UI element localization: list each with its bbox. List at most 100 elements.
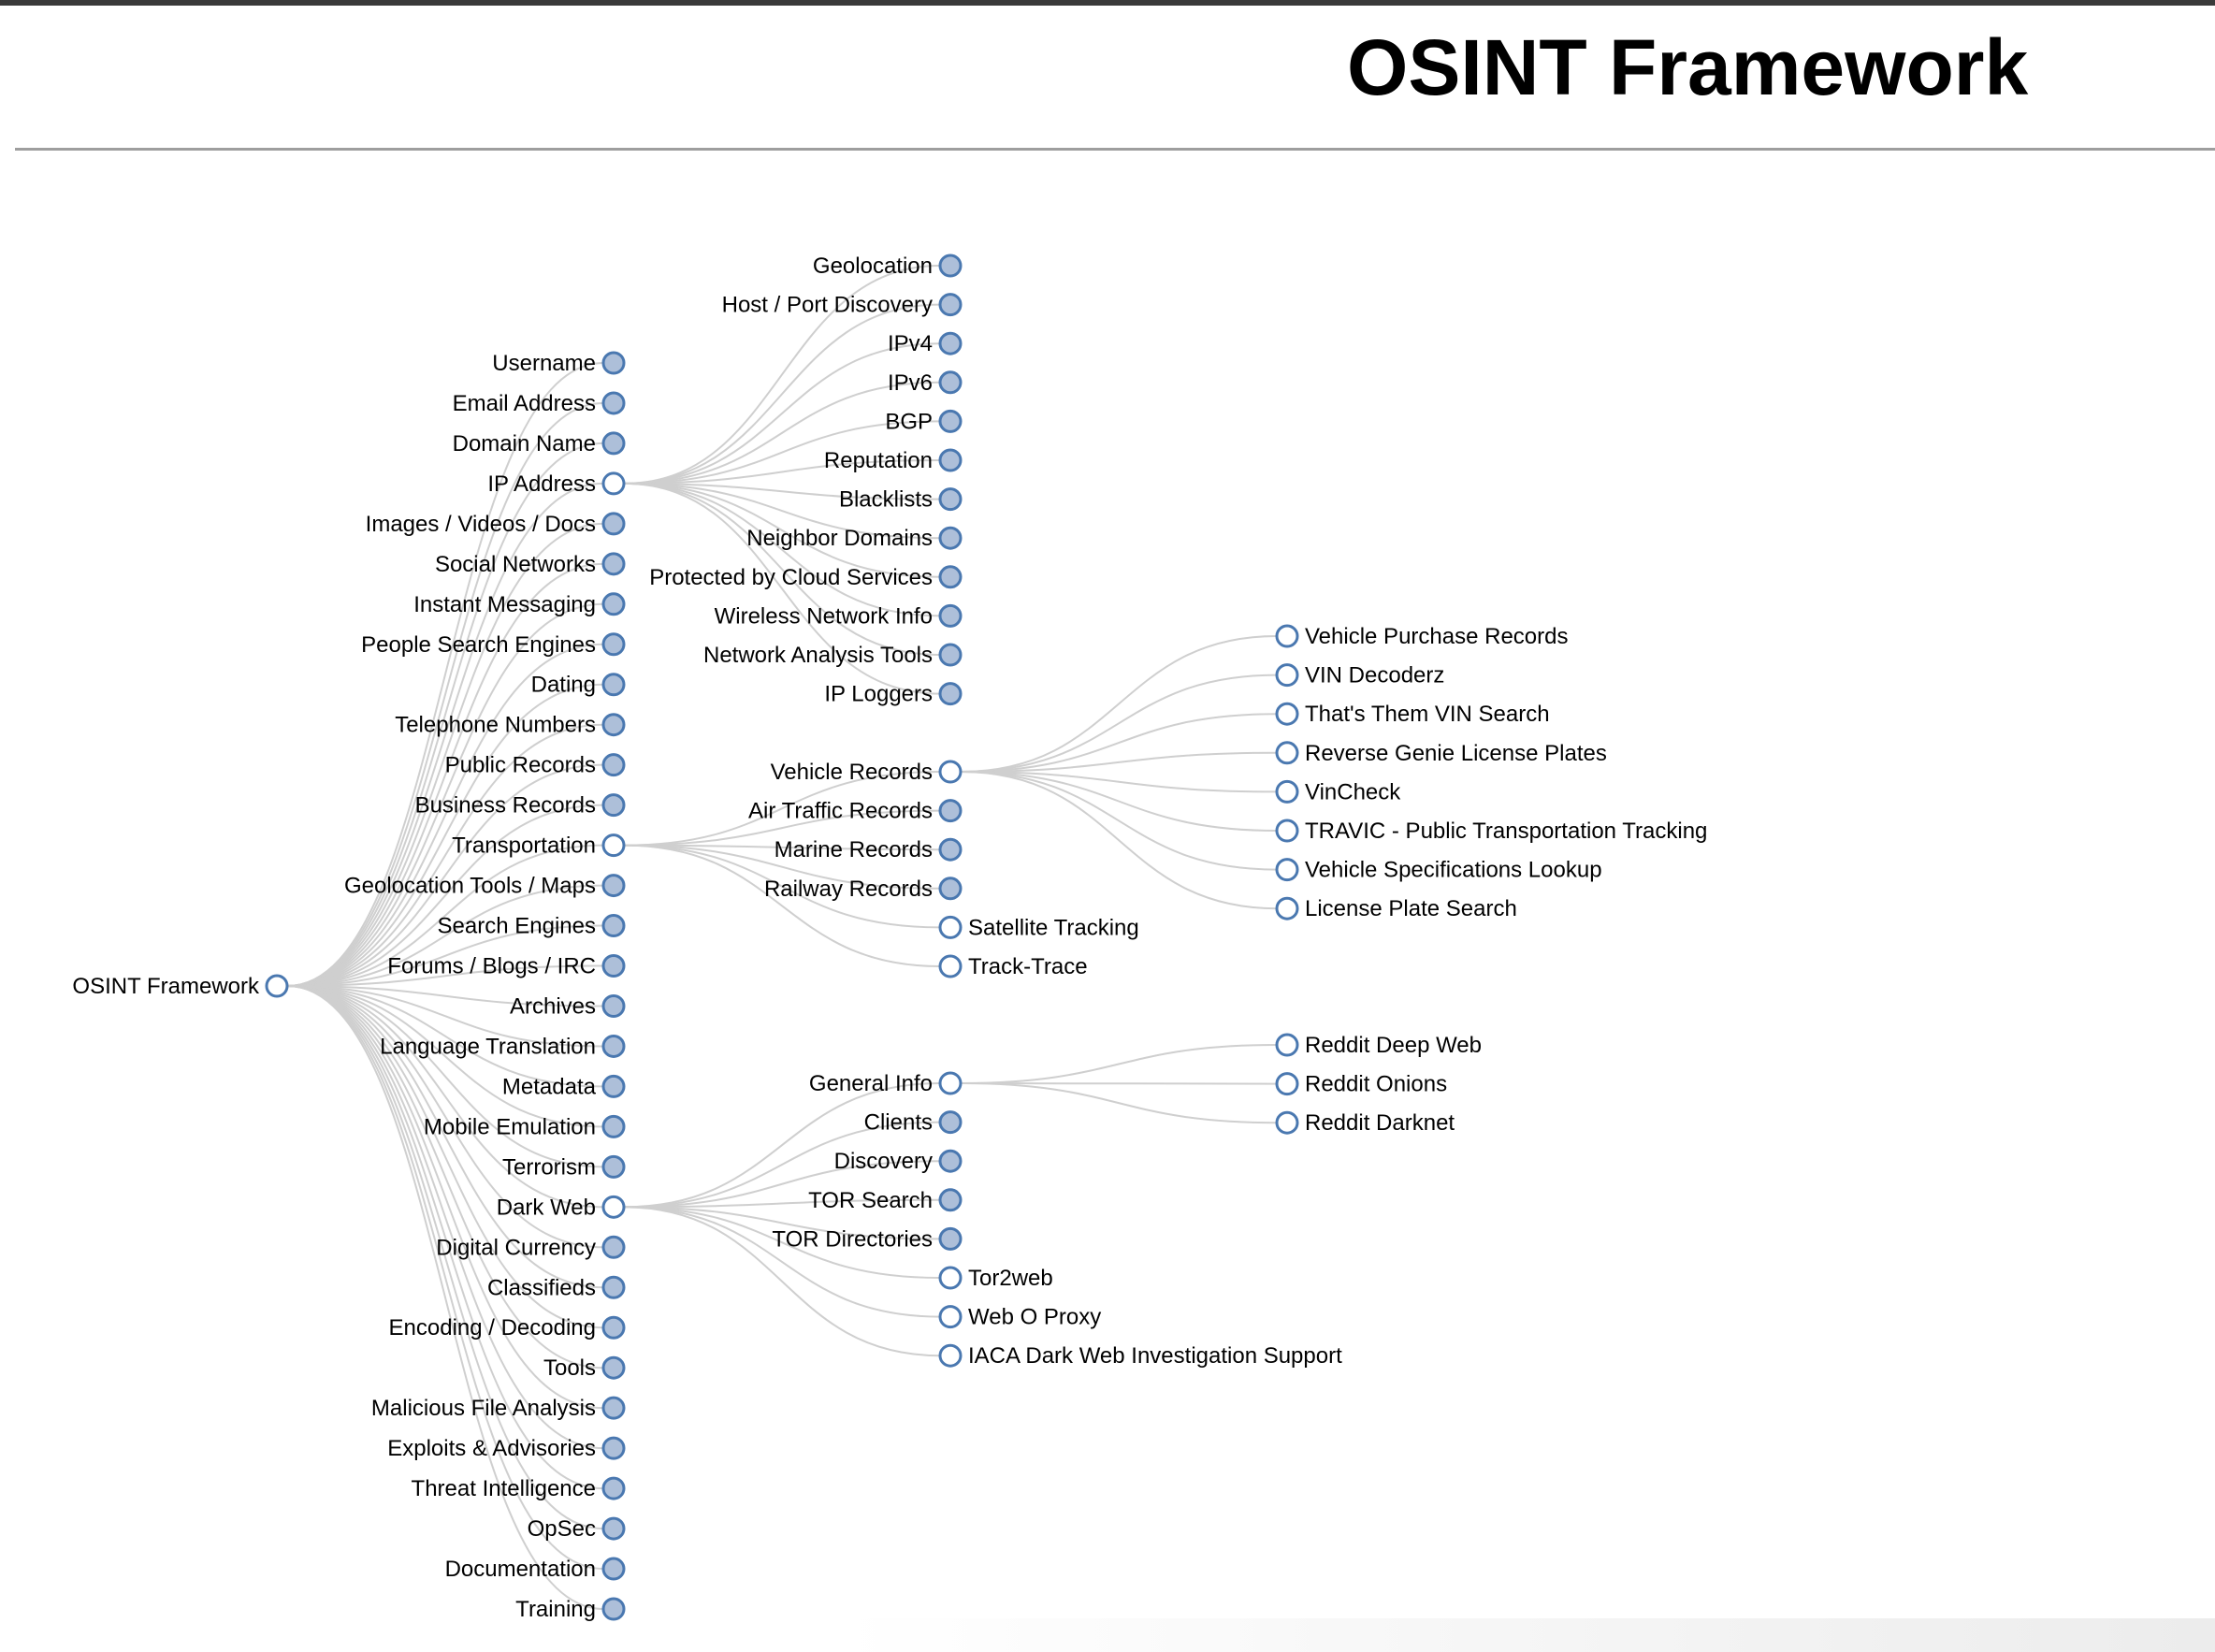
node-label[interactable]: That's Them VIN Search — [1305, 702, 1550, 727]
node-ip-address[interactable]: IP Address — [487, 471, 626, 497]
node-circle[interactable] — [938, 331, 963, 355]
node-training[interactable]: Training — [515, 1597, 626, 1622]
node-circle[interactable] — [938, 1188, 963, 1212]
node-circle[interactable] — [938, 448, 963, 472]
node-documentation[interactable]: Documentation — [445, 1557, 626, 1582]
node-circle[interactable] — [601, 1597, 626, 1621]
node-label[interactable]: Web O Proxy — [968, 1305, 1101, 1330]
node-circle[interactable] — [938, 1110, 963, 1135]
node-track-trace[interactable]: Track-Trace — [938, 954, 1088, 979]
node-label[interactable]: VIN Decoderz — [1305, 663, 1444, 688]
node-vincheck[interactable]: VinCheck — [1275, 779, 1401, 804]
node-label[interactable]: Clients — [864, 1110, 933, 1136]
node-business-records[interactable]: Business Records — [415, 793, 626, 819]
node-general-info[interactable]: General Info — [809, 1071, 963, 1096]
node-label[interactable]: TOR Directories — [772, 1226, 933, 1252]
node-label[interactable]: Domain Name — [453, 431, 596, 456]
node-circle[interactable] — [601, 351, 626, 375]
node-label[interactable]: BGP — [885, 409, 933, 434]
node-label[interactable]: Documentation — [445, 1557, 596, 1582]
node-public-records[interactable]: Public Records — [445, 753, 626, 778]
node-label[interactable]: Neighbor Domains — [746, 526, 933, 551]
node-label[interactable]: Archives — [510, 993, 596, 1019]
node-encoding-decoding[interactable]: Encoding / Decoding — [389, 1315, 626, 1340]
node-forums-blogs-irc[interactable]: Forums / Blogs / IRC — [387, 954, 626, 979]
node-railway-records[interactable]: Railway Records — [764, 877, 963, 902]
node-transportation[interactable]: Transportation — [452, 833, 626, 859]
node-clients[interactable]: Clients — [864, 1110, 963, 1136]
node-label[interactable]: People Search Engines — [361, 632, 596, 658]
node-wireless-network-info[interactable]: Wireless Network Info — [715, 603, 963, 629]
node-label[interactable]: IPv6 — [888, 370, 933, 396]
node-label[interactable]: Terrorism — [502, 1154, 596, 1180]
node-host-port-discovery[interactable]: Host / Port Discovery — [722, 293, 963, 318]
node-circle[interactable] — [601, 1275, 626, 1299]
node-label[interactable]: Reddit Onions — [1305, 1072, 1447, 1097]
node-circle[interactable] — [601, 512, 626, 536]
node-label[interactable]: Search Engines — [438, 914, 596, 939]
node-circle[interactable] — [938, 682, 963, 706]
node-label[interactable]: Threat Intelligence — [412, 1476, 596, 1501]
node-label[interactable]: Telephone Numbers — [395, 713, 596, 738]
node-circle[interactable] — [938, 877, 963, 901]
node-label[interactable]: IACA Dark Web Investigation Support — [968, 1343, 1342, 1369]
node-circle[interactable] — [938, 487, 963, 512]
node-label[interactable]: Railway Records — [764, 877, 933, 902]
node-marine-records[interactable]: Marine Records — [775, 837, 963, 862]
node-circle[interactable] — [1275, 1110, 1299, 1135]
node-circle[interactable] — [1275, 896, 1299, 920]
node-discovery[interactable]: Discovery — [834, 1149, 963, 1174]
node-travic-public-transportation-tracking[interactable]: TRAVIC - Public Transportation Tracking — [1275, 819, 1707, 844]
node-air-traffic-records[interactable]: Air Traffic Records — [748, 799, 963, 824]
node-label[interactable]: General Info — [809, 1071, 933, 1096]
node-dark-web[interactable]: Dark Web — [497, 1195, 626, 1220]
node-circle[interactable] — [601, 1476, 626, 1500]
node-label[interactable]: Geolocation — [813, 254, 933, 279]
node-circle[interactable] — [1275, 1072, 1299, 1096]
node-label[interactable]: Images / Videos / Docs — [366, 512, 596, 537]
node-circle[interactable] — [938, 643, 963, 667]
node-label[interactable]: Tools — [543, 1355, 596, 1381]
node-label[interactable]: TRAVIC - Public Transportation Tracking — [1305, 819, 1707, 844]
node-circle[interactable] — [1275, 741, 1299, 765]
node-label[interactable]: Email Address — [453, 391, 596, 416]
node-label[interactable]: Digital Currency — [436, 1235, 596, 1260]
node-circle[interactable] — [938, 954, 963, 978]
node-label[interactable]: IP Loggers — [824, 682, 933, 707]
node-archives[interactable]: Archives — [510, 993, 626, 1019]
node-circle[interactable] — [938, 915, 963, 939]
node-circle[interactable] — [938, 1305, 963, 1329]
node-label[interactable]: Wireless Network Info — [715, 603, 933, 629]
node-label[interactable]: Discovery — [834, 1149, 933, 1174]
node-search-engines[interactable]: Search Engines — [438, 914, 626, 939]
node-social-networks[interactable]: Social Networks — [435, 552, 626, 577]
node-circle[interactable] — [601, 1195, 626, 1219]
node-circle[interactable] — [601, 874, 626, 898]
node-neighbor-domains[interactable]: Neighbor Domains — [746, 526, 963, 551]
node-label[interactable]: Reputation — [824, 448, 933, 473]
node-that-s-them-vin-search[interactable]: That's Them VIN Search — [1275, 702, 1550, 727]
node-circle[interactable] — [601, 1557, 626, 1581]
node-classifieds[interactable]: Classifieds — [487, 1275, 626, 1300]
node-circle[interactable] — [601, 471, 626, 496]
node-tools[interactable]: Tools — [543, 1355, 626, 1381]
node-domain-name[interactable]: Domain Name — [453, 431, 626, 456]
node-circle[interactable] — [938, 1149, 963, 1173]
node-protected-by-cloud-services[interactable]: Protected by Cloud Services — [649, 565, 963, 590]
node-circle[interactable] — [601, 1034, 626, 1058]
node-reddit-darknet[interactable]: Reddit Darknet — [1275, 1110, 1455, 1136]
node-circle[interactable] — [265, 974, 289, 998]
node-label[interactable]: Language Translation — [380, 1034, 596, 1059]
node-vehicle-specifications-lookup[interactable]: Vehicle Specifications Lookup — [1275, 858, 1602, 883]
node-circle[interactable] — [601, 753, 626, 777]
node-circle[interactable] — [601, 632, 626, 657]
node-circle[interactable] — [601, 1355, 626, 1380]
node-circle[interactable] — [601, 1436, 626, 1460]
node-circle[interactable] — [601, 431, 626, 456]
node-circle[interactable] — [601, 1074, 626, 1098]
node-label[interactable]: Host / Port Discovery — [722, 293, 933, 318]
node-metadata[interactable]: Metadata — [502, 1074, 626, 1099]
node-label[interactable]: Public Records — [445, 753, 596, 778]
node-malicious-file-analysis[interactable]: Malicious File Analysis — [371, 1396, 626, 1421]
